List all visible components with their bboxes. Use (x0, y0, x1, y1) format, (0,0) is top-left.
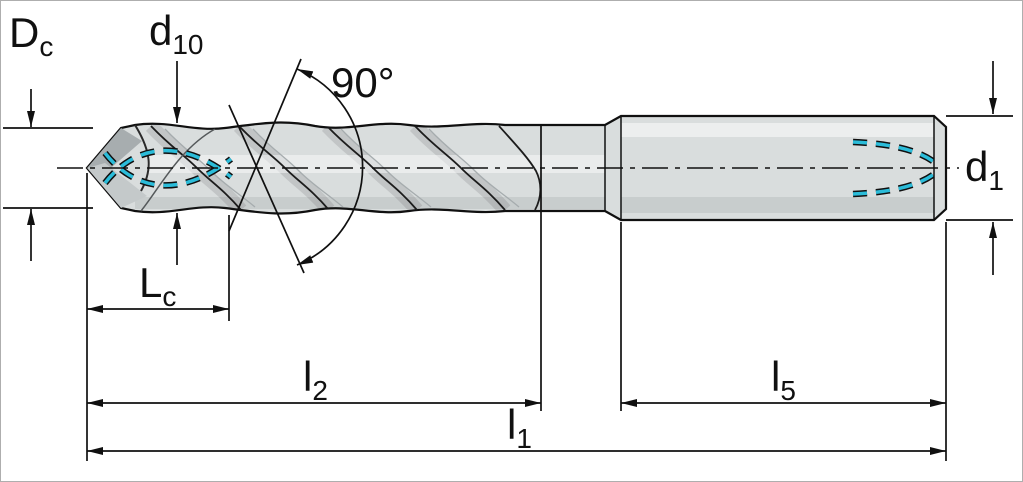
flute-edge (414, 125, 506, 211)
coolant-line (852, 140, 941, 168)
label-d1: d1 (965, 143, 1004, 196)
label-lc-main: L (139, 259, 162, 306)
label-d1-backplate (959, 147, 1017, 189)
label-lc-sub: c (162, 281, 176, 312)
label-l2: l2 (303, 353, 328, 406)
label-dc-sub: c (39, 31, 53, 62)
label-l1: l1 (507, 401, 532, 454)
point-angle-annotation (228, 58, 364, 274)
label-l1-main: l (507, 401, 516, 448)
length-dimensions (86, 125, 947, 461)
label-d10-main: d (149, 7, 172, 54)
land-edge (428, 128, 520, 208)
label-l2-sub: 2 (312, 375, 328, 406)
label-point-angle: 90° (331, 59, 395, 106)
shank-shade (621, 197, 934, 213)
body-lower-shade (135, 197, 605, 209)
label-d10-sub: 10 (172, 29, 203, 60)
tip-flank-face (87, 128, 142, 174)
angle-arc (296, 68, 364, 266)
label-l2-main: l (303, 353, 312, 400)
flute-runout-edge (498, 125, 542, 211)
tip-flank-face (87, 163, 147, 208)
coolant-channel-lines (102, 138, 942, 198)
coolant-line (103, 151, 233, 188)
label-dc: Dc (9, 9, 53, 62)
angle-leg-line (228, 104, 305, 274)
label-d1-main: d (965, 143, 988, 190)
label-d1-sub: 1 (988, 165, 1004, 196)
shank-highlight (621, 123, 934, 137)
label-l5-sub: 5 (780, 375, 796, 406)
label-d10: d10 (149, 7, 204, 60)
land-edge (340, 128, 432, 208)
coolant-line (852, 168, 941, 196)
label-l5-main: l (771, 353, 780, 400)
label-lc: Lc (139, 259, 176, 312)
label-dc-main: D (9, 9, 39, 56)
diameter-dimensions (3, 61, 1013, 275)
label-l1-sub: 1 (516, 423, 532, 454)
angle-leg-line (228, 58, 302, 232)
coolant-line (103, 148, 233, 185)
dimension-labels: Dc d10 90° d1 Lc l2 l5 l1 (9, 7, 1017, 454)
tip-flute-curve (140, 128, 216, 212)
label-l5: l5 (771, 353, 796, 406)
